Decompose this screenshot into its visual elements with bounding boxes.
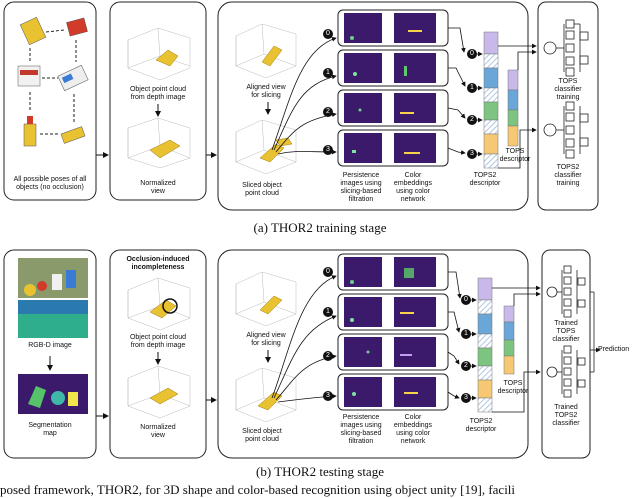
tops-classifier-label: TOPS classifier training bbox=[554, 78, 582, 101]
test-slicing-panel bbox=[217, 249, 529, 459]
testing-caption: (b) THOR2 testing stage bbox=[256, 464, 384, 479]
training-stage bbox=[3, 1, 599, 211]
test-tops-descriptor-label: TOPS descriptor bbox=[497, 380, 529, 395]
test-desc-num-0: 0 bbox=[464, 296, 468, 303]
test-desc-num-3: 3 bbox=[464, 394, 468, 401]
test-desc-num-2: 2 bbox=[464, 362, 468, 369]
slice-num-2: 2 bbox=[326, 108, 330, 115]
test-persistence-label: Persistence images using slicing-based f… bbox=[340, 414, 382, 445]
tops-descriptor-label: TOPS descriptor bbox=[499, 148, 531, 163]
test-aligned-label: Aligned view for slicing bbox=[246, 332, 286, 347]
poses-label: All possible poses of all objects (no oc… bbox=[13, 176, 87, 191]
test-slice-num-1: 1 bbox=[326, 308, 330, 315]
test-tops2-descriptor-label: TOPS2 descriptor bbox=[465, 418, 497, 433]
normalized-label: Normalized view bbox=[140, 180, 176, 195]
bottom-text-fragment: posed framework, THOR2, for 3D shape and… bbox=[0, 482, 516, 497]
test-desc-num-1: 1 bbox=[464, 330, 468, 337]
test-normalized-label: Normalized view bbox=[140, 424, 176, 439]
tops2-classifier-label: TOPS2 classifier training bbox=[554, 164, 582, 187]
slice-num-1: 1 bbox=[326, 69, 330, 76]
persistence-label: Persistence images using slicing-based f… bbox=[340, 172, 382, 203]
row-to-number-arrows bbox=[447, 27, 483, 157]
test-tops2-classifier-label: Trained TOPS2 classifier bbox=[552, 404, 580, 427]
object-pose-images bbox=[17, 16, 89, 147]
classifier-panel bbox=[537, 1, 599, 211]
sliced-label: Sliced object point cloud bbox=[242, 182, 282, 197]
tops-network-icon bbox=[543, 19, 589, 77]
tops2-descriptor-bar bbox=[483, 31, 499, 169]
test-point-cloud-label: Object point cloud from depth image bbox=[129, 334, 187, 349]
tops-descriptor-bar bbox=[507, 69, 519, 147]
slicing-panel bbox=[217, 1, 529, 211]
sliced-plot bbox=[235, 119, 297, 175]
test-classifier-panel bbox=[541, 249, 591, 459]
desc-num-3: 3 bbox=[470, 150, 474, 157]
occlusion-label: Occlusion-induced incompleteness bbox=[126, 256, 190, 271]
desc-num-1: 1 bbox=[470, 84, 474, 91]
prediction-label: Prediction bbox=[598, 346, 630, 353]
normalized-plot bbox=[127, 117, 191, 169]
occlusion-circle bbox=[162, 298, 178, 314]
test-point-cloud-panel bbox=[109, 249, 207, 459]
test-tops-classifier-label: Trained TOPS classifier bbox=[552, 320, 580, 343]
point-cloud-plot bbox=[127, 27, 191, 81]
slice-number-circles bbox=[323, 29, 477, 159]
point-cloud-label: Object point cloud from depth image bbox=[129, 86, 187, 101]
testing-rows bbox=[337, 253, 449, 411]
tops2-descriptor-label: TOPS2 descriptor bbox=[469, 172, 501, 187]
desc-num-2: 2 bbox=[470, 116, 474, 123]
tops2-network-icon bbox=[543, 101, 589, 159]
test-slice-num-2: 2 bbox=[326, 352, 330, 359]
slice-num-0: 0 bbox=[326, 30, 330, 37]
test-tops2-descriptor-bar bbox=[477, 277, 493, 413]
segmentation-label: Segmentation map bbox=[28, 422, 72, 437]
training-rows bbox=[337, 9, 449, 167]
slice-num-3: 3 bbox=[326, 146, 330, 153]
point-cloud-panel bbox=[109, 1, 207, 201]
poses-panel bbox=[3, 1, 97, 201]
aligned-label: Aligned view for slicing bbox=[246, 84, 286, 99]
test-slice-num-3: 3 bbox=[326, 392, 330, 399]
test-color-label: Color embeddings using color network bbox=[393, 414, 433, 445]
test-tops-descriptor-bar bbox=[503, 305, 515, 375]
color-label: Color embeddings using color network bbox=[393, 172, 433, 203]
test-sliced-label: Sliced object point cloud bbox=[242, 428, 282, 443]
aligned-plot bbox=[235, 23, 297, 79]
desc-num-0: 0 bbox=[470, 50, 474, 57]
training-caption: (a) THOR2 training stage bbox=[253, 220, 387, 235]
testing-stage bbox=[3, 249, 601, 459]
rgbd-label: RGB-D image bbox=[28, 342, 72, 349]
rgbd-panel bbox=[3, 249, 97, 459]
test-slice-num-0: 0 bbox=[326, 268, 330, 275]
